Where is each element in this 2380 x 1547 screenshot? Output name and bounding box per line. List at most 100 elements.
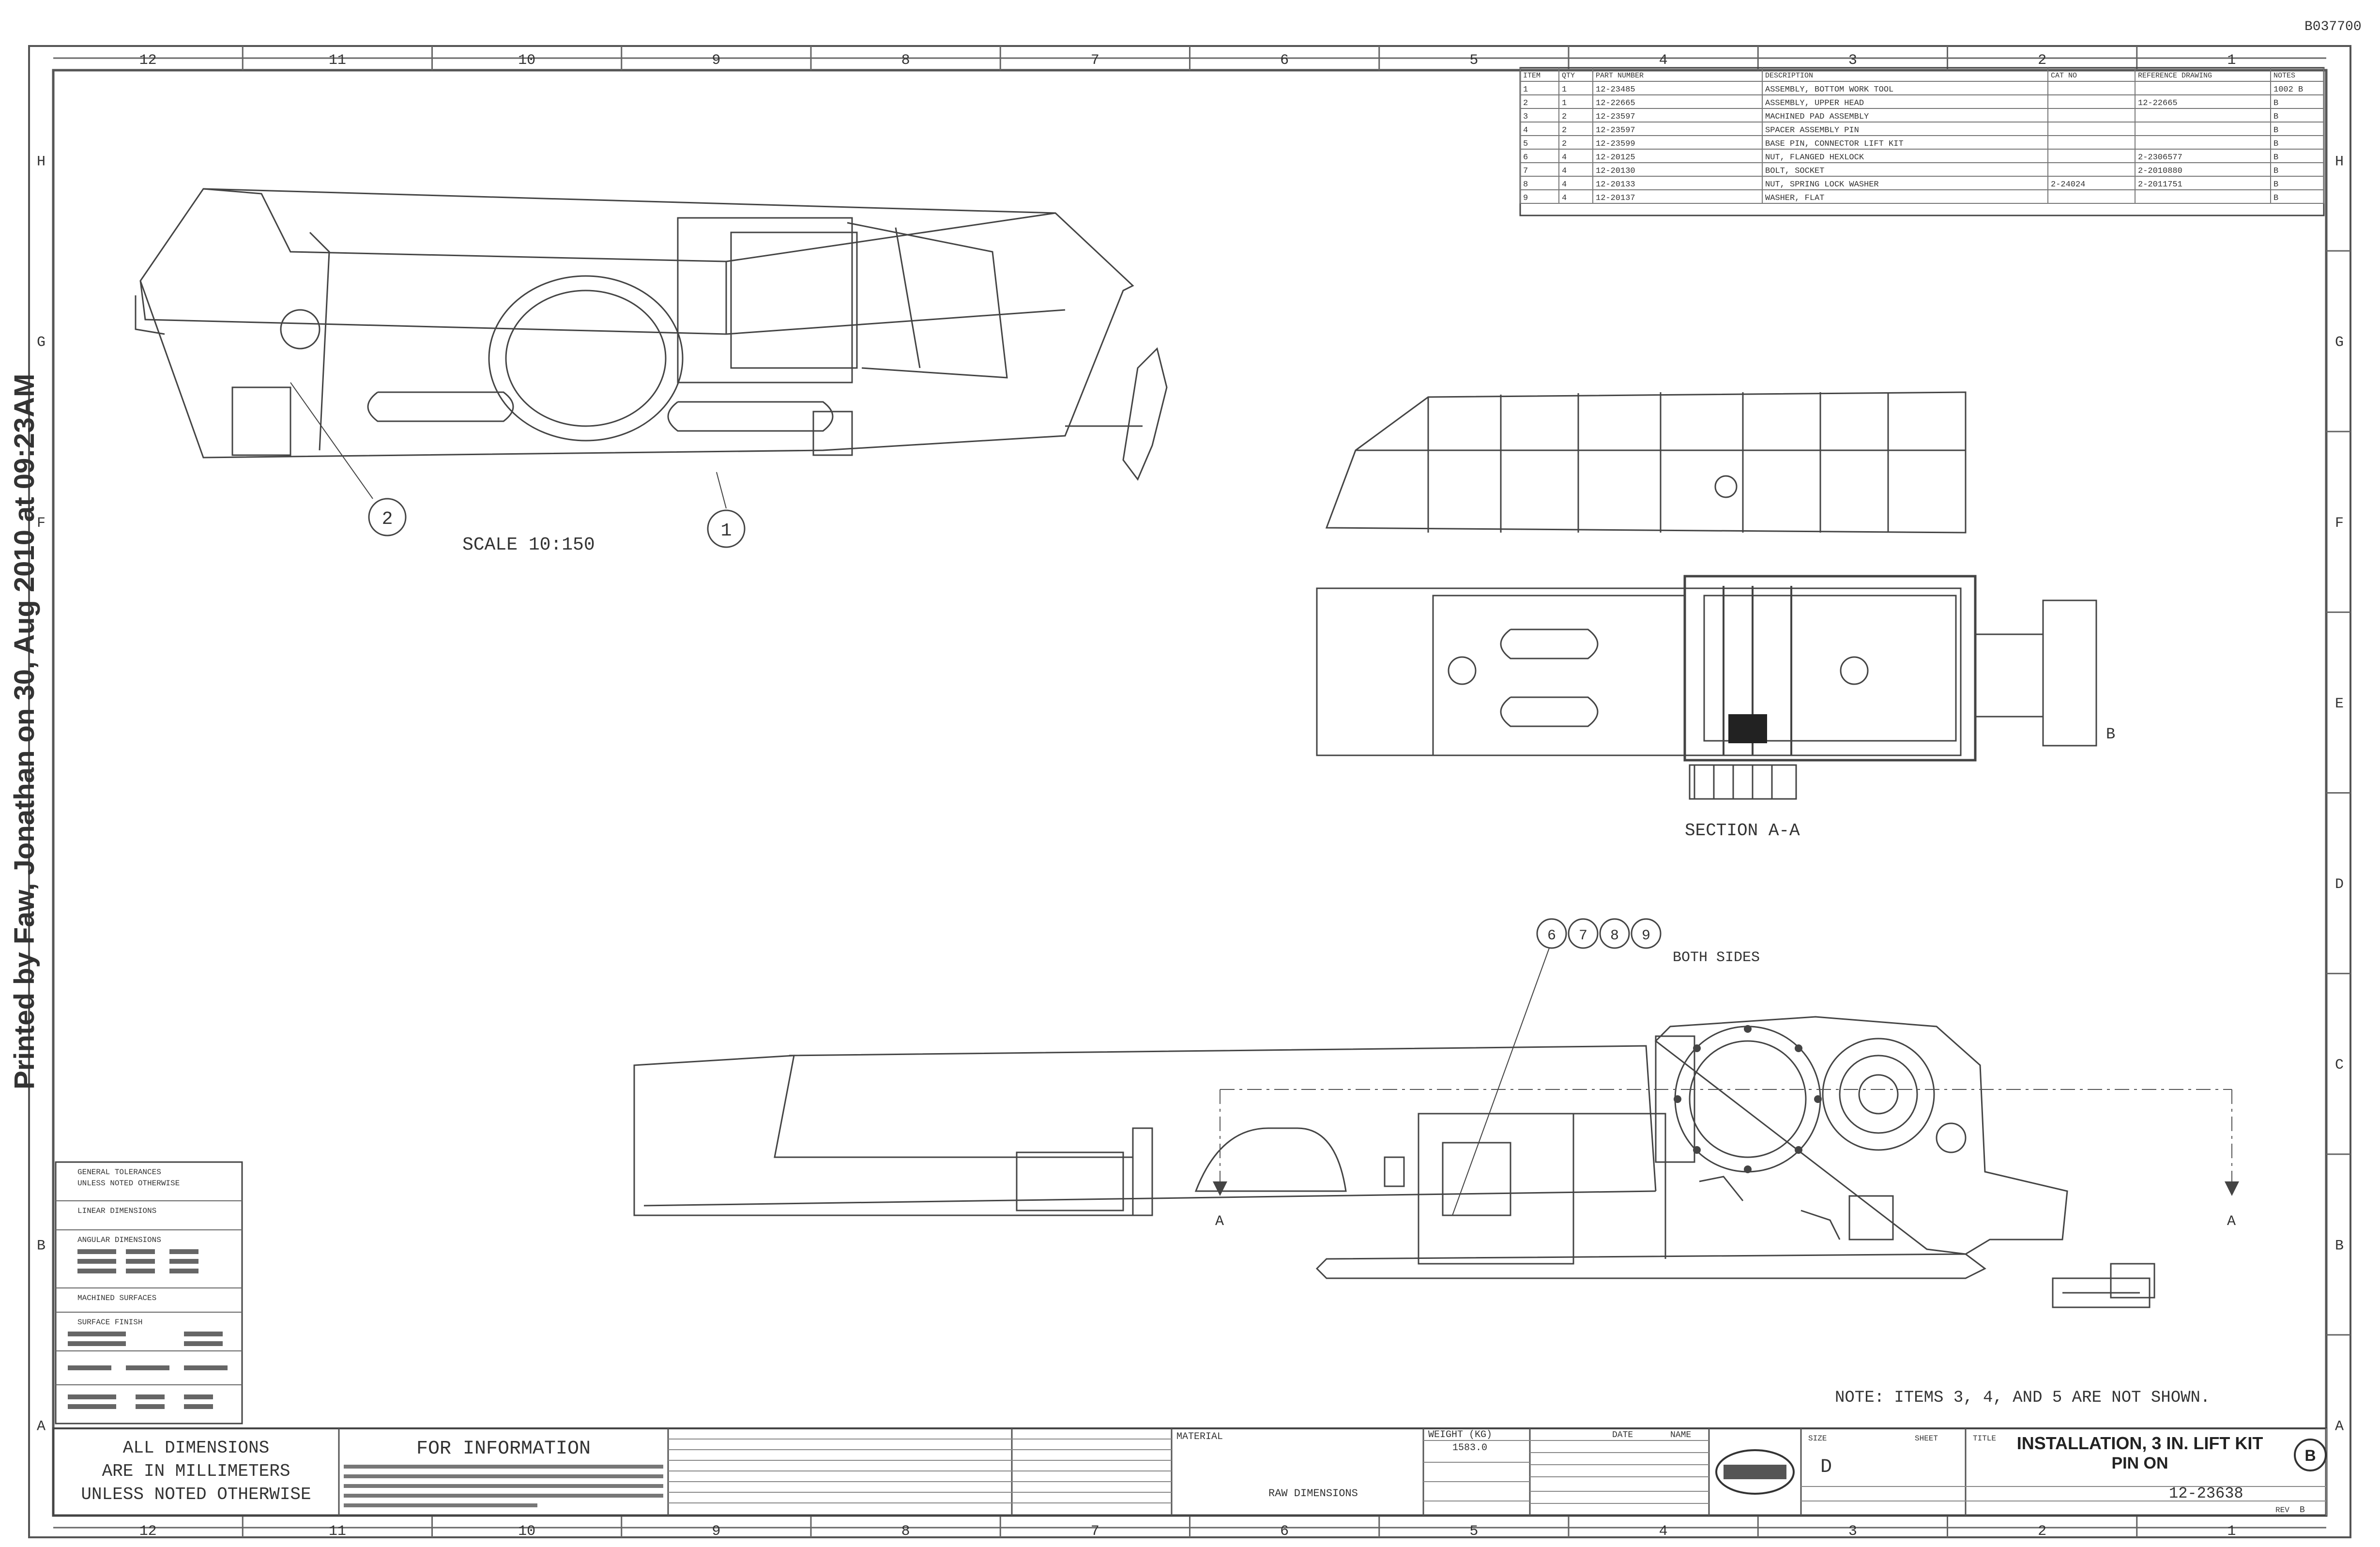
bom-cell-qty: 4 (1562, 153, 1567, 162)
date-label: DATE (1612, 1430, 1633, 1440)
bom-cell-note: B (2273, 167, 2278, 176)
bom-cell-qty: 4 (1562, 167, 1567, 176)
zone-number-top: 1 (2227, 52, 2236, 69)
bom-cell-cat: 2-24024 (2051, 180, 2085, 189)
zone-number-top: 8 (901, 52, 910, 69)
zone-number-bottom: 1 (2227, 1523, 2236, 1540)
zone-number-top: 9 (712, 52, 720, 69)
bom-cell-qty: 2 (1562, 126, 1567, 135)
svg-text:6: 6 (1547, 928, 1556, 944)
zone-number-top: 4 (1659, 52, 1668, 69)
bom-cell-item: 4 (1523, 126, 1528, 135)
bom-cell-item: 8 (1523, 180, 1528, 189)
size-value: D (1820, 1456, 1832, 1478)
dimensions-note-1: ALL DIMENSIONS (123, 1438, 269, 1458)
svg-text:9: 9 (1642, 928, 1650, 944)
item-balloons-6-9: 6 7 8 9 (1452, 918, 1662, 1216)
zone-letter-left: B (37, 1238, 46, 1254)
bom-cell-note: 1002 B (2273, 85, 2303, 94)
cut-arrows (1213, 1181, 2239, 1196)
small-detail (2052, 1263, 2155, 1308)
bom-header-cell: NOTES (2273, 72, 2295, 80)
bom-cell-item: 2 (1523, 99, 1528, 108)
zone-letter-right: E (2335, 696, 2344, 712)
zone-letter-right: C (2335, 1057, 2344, 1073)
zone-number-bottom: 5 (1469, 1523, 1478, 1540)
sheet-label: SHEET (1915, 1434, 1938, 1443)
side-view (633, 1016, 2068, 1279)
bom-cell-note: B (2273, 139, 2278, 149)
iso-leaders (290, 382, 727, 509)
svg-text:B: B (2304, 1447, 2316, 1464)
bom-cell-item: 9 (1523, 194, 1528, 203)
sheet-corner-id: B037700 (2304, 19, 2362, 34)
cut-line-a-a (1220, 1089, 2232, 1181)
bom-cell-part: 12-23597 (1596, 112, 1635, 122)
item-balloon-1: 1 (707, 509, 746, 548)
svg-text:8: 8 (1610, 928, 1619, 944)
bom-cell-desc: BOLT, SOCKET (1765, 167, 1824, 176)
bom-cell-desc: WASHER, FLAT (1765, 194, 1824, 203)
zone-letter-left: H (37, 154, 46, 170)
title-block: ALL DIMENSIONS ARE IN MILLIMETERS UNLESS… (52, 1427, 2327, 1516)
zone-letter-left: A (37, 1418, 46, 1435)
bom-cell-qty: 4 (1562, 180, 1567, 189)
svg-text:GENERAL TOLERANCES: GENERAL TOLERANCES (77, 1168, 161, 1177)
printed-by-stamp: Printed by Faw, Jonathan on 30, Aug 2010… (9, 374, 40, 1089)
bom-header-cell: REFERENCE DRAWING (2138, 72, 2212, 80)
bom-cell-part: 12-20137 (1596, 194, 1635, 203)
tolerance-block: GENERAL TOLERANCES UNLESS NOTED OTHERWIS… (55, 1161, 243, 1424)
for-information-label: FOR INFORMATION (416, 1438, 591, 1460)
zone-number-top: 2 (2038, 52, 2046, 69)
bom-cell-desc: ASSEMBLY, BOTTOM WORK TOOL (1765, 85, 1893, 94)
section-a-a-view (1316, 391, 2097, 800)
bom-cell-note: B (2273, 112, 2278, 122)
bom-cell-qty: 1 (1562, 99, 1567, 108)
bom-cell-part: 12-23485 (1596, 85, 1635, 94)
rev-label: REV (2275, 1506, 2289, 1515)
bom-cell-desc: BASE PIN, CONNECTOR LIFT KIT (1765, 139, 1904, 149)
svg-text:7: 7 (1579, 928, 1587, 944)
cut-label-a: A (2227, 1213, 2236, 1230)
dimensions-note-2: ARE IN MILLIMETERS (102, 1461, 290, 1481)
item-balloon-2: 2 (368, 498, 407, 536)
zone-number-top: 6 (1280, 52, 1289, 69)
title-label: TITLE (1973, 1434, 1996, 1443)
rev-value: B (2300, 1505, 2305, 1515)
zone-number-bottom: 12 (139, 1523, 157, 1540)
drawing-subtitle: PIN ON (2111, 1454, 2168, 1472)
zone-letter-left: F (37, 515, 46, 532)
company-logo (1715, 1449, 1795, 1495)
isometric-view (135, 188, 1168, 481)
zone-number-bottom: 2 (2038, 1523, 2046, 1540)
drawing-title: INSTALLATION, 3 IN. LIFT KIT (2017, 1433, 2263, 1453)
bom-cell-desc: SPACER ASSEMBLY PIN (1765, 126, 1859, 135)
bom-cell-item: 3 (1523, 112, 1528, 122)
bom-cell-ref: 2-2010880 (2138, 167, 2182, 176)
cut-label-a-left: A (1215, 1213, 1224, 1230)
svg-text:LINEAR DIMENSIONS: LINEAR DIMENSIONS (77, 1207, 156, 1215)
bom-cell-qty: 4 (1562, 194, 1567, 203)
bom-cell-item: 1 (1523, 85, 1528, 94)
zone-letter-right: A (2335, 1418, 2344, 1435)
drawing-number: 12-23638 (2169, 1485, 2243, 1502)
sheet-border (28, 45, 2351, 1538)
svg-text:MACHINED SURFACES: MACHINED SURFACES (77, 1294, 156, 1302)
bom-header-cell: CAT NO (2051, 72, 2077, 80)
bom-cell-note: B (2273, 153, 2278, 162)
bom-header-cell: ITEM (1523, 72, 1541, 80)
zone-number-bottom: 3 (1848, 1523, 1857, 1540)
weight-value: 1583.0 (1452, 1442, 1487, 1454)
iso-scale-label: SCALE 10:150 (462, 535, 595, 555)
bom-header-cell: PART NUMBER (1596, 72, 1644, 80)
weight-label: WEIGHT (KG) (1428, 1429, 1492, 1440)
bom-cell-part: 12-23597 (1596, 126, 1635, 135)
svg-text:SURFACE FINISH: SURFACE FINISH (77, 1318, 142, 1327)
section-solid-block (1728, 714, 1767, 743)
raw-dimensions-label: RAW DIMENSIONS (1268, 1487, 1358, 1500)
bom-cell-item: 6 (1523, 153, 1528, 162)
bom-cell-note: B (2273, 180, 2278, 189)
material-label: MATERIAL (1176, 1431, 1223, 1442)
